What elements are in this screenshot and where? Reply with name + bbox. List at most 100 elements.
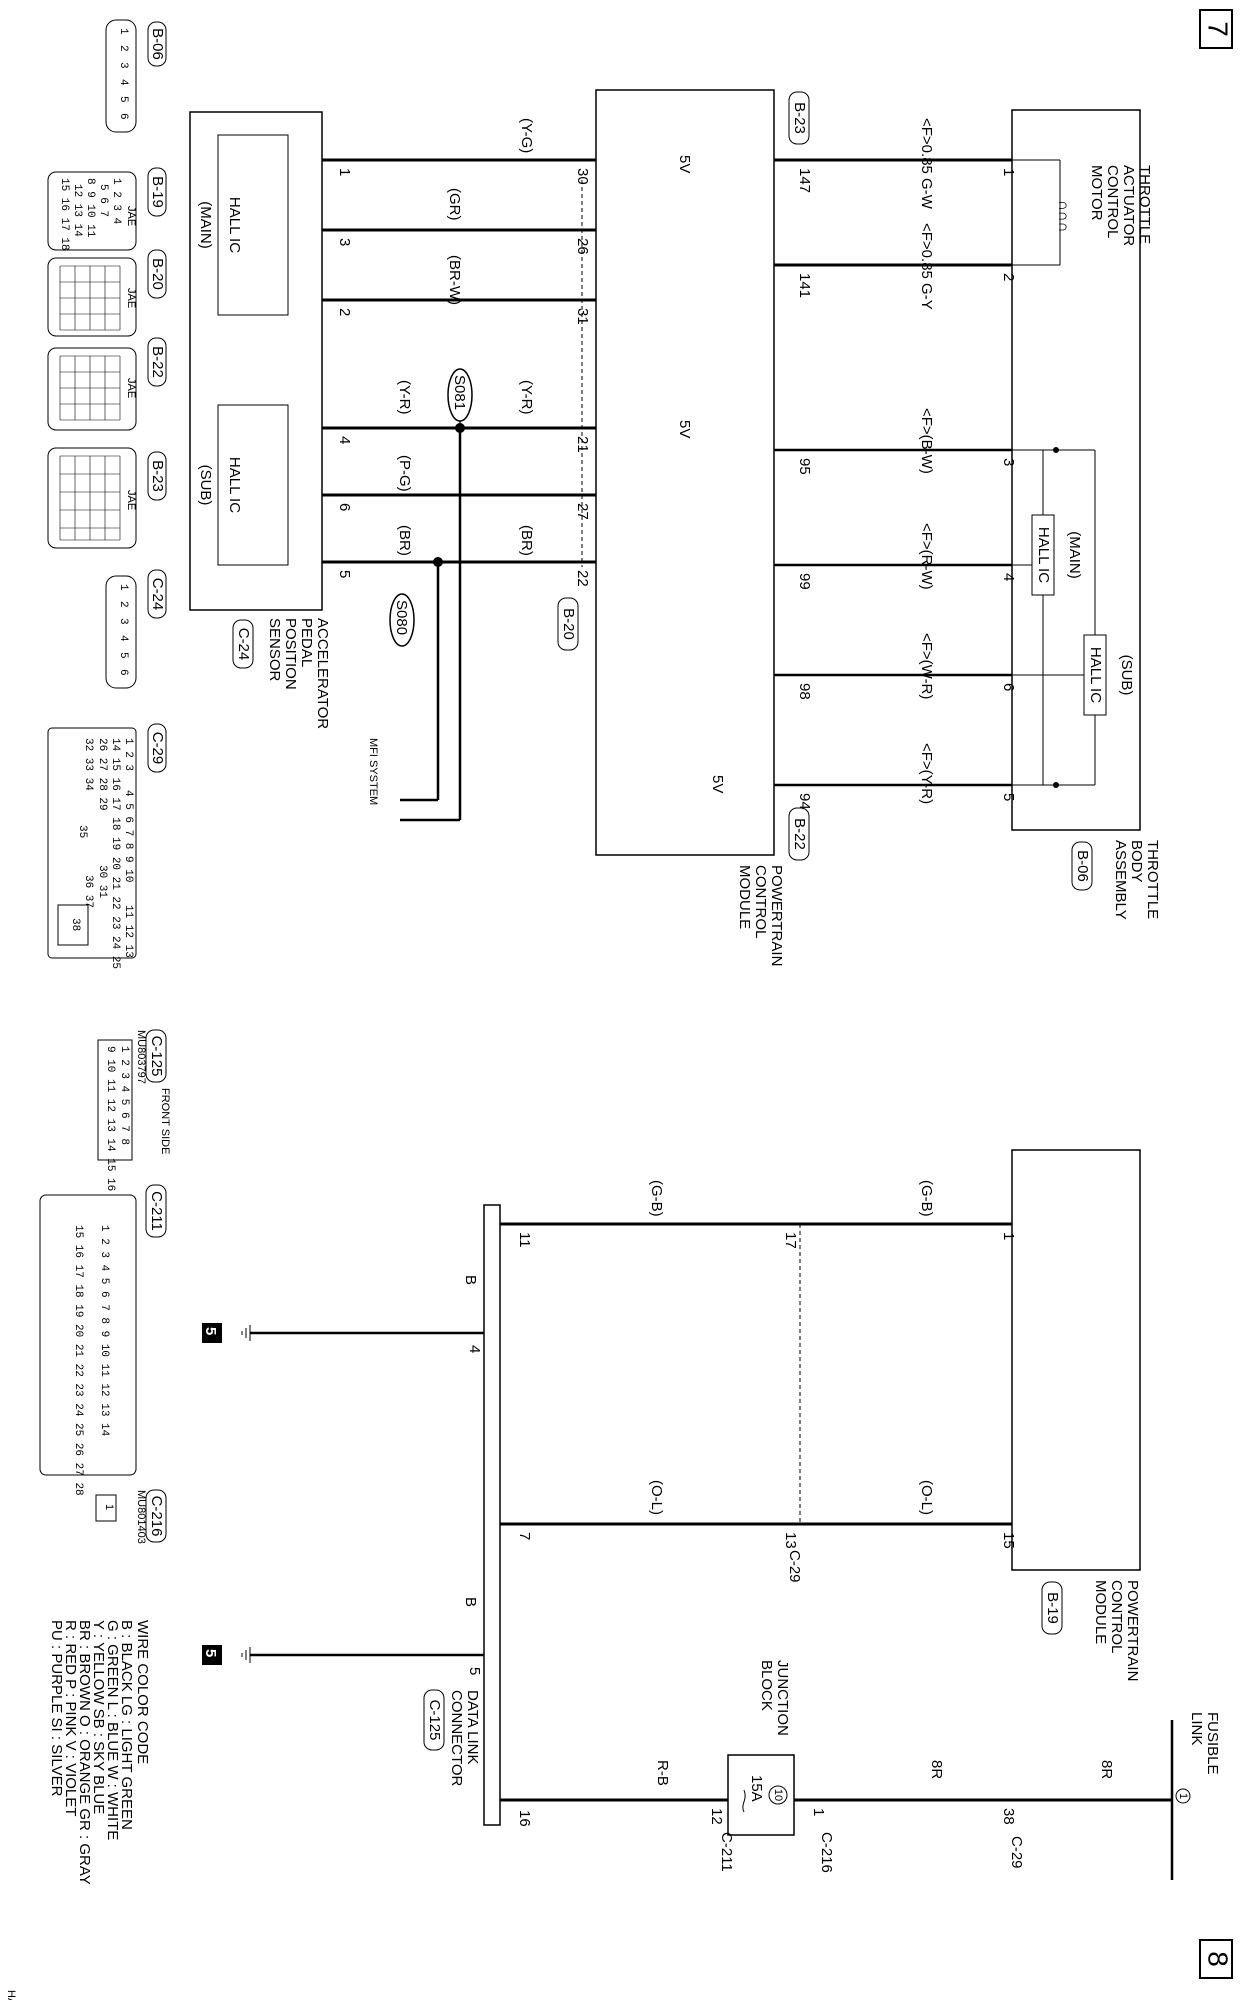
junction-block: JUNCTION BLOCK 10 15A	[727, 1660, 795, 1836]
svg-text:JAE: JAE	[125, 288, 137, 308]
svg-text:1: 1	[103, 1504, 115, 1510]
ground-5-color: B	[462, 1597, 479, 1607]
app-pin-4: 4	[336, 436, 353, 444]
connector-tag-b23: B-23	[788, 91, 810, 145]
connector-views-upper: B-06 1 2 3 4 5 6 B-19 JAE 1 2 3 4 5 6 7 …	[47, 19, 167, 969]
connector-tag-c125: C-125	[423, 1689, 445, 1751]
conn-b22: B-22 JAE	[47, 337, 167, 431]
svg-text:5 6 7: 5 6 7	[97, 184, 109, 217]
pedal-wire-color-5: (P-G)	[396, 455, 413, 492]
svg-text:JAE: JAE	[125, 378, 137, 398]
conn-c24: C-24 1 2 3 4 5 6	[105, 569, 167, 689]
svg-text:HALL IC: HALL IC	[1035, 527, 1052, 583]
page-marker-7: 7	[1199, 9, 1234, 49]
pedal-wire-color-7: (Y-R)	[396, 380, 413, 414]
svg-text:5: 5	[117, 652, 129, 659]
accelerator-pedal-position-sensor: HALL IC (MAIN) HALL IC (SUB) ACCELERATOR…	[189, 111, 331, 729]
svg-text:B-22: B-22	[791, 818, 808, 850]
page-marker-8: 8	[1199, 1939, 1234, 1979]
svg-text:(MAIN): (MAIN)	[197, 201, 214, 249]
svg-text:5: 5	[117, 96, 129, 103]
dlc-pin-4: 4	[466, 1345, 483, 1353]
svg-text:POSITION: POSITION	[282, 618, 299, 690]
pedal-wire-color-3: (BR-W)	[446, 255, 463, 305]
svg-text:1 2 3 4: 1 2 3 4	[110, 178, 122, 225]
pcm-pin-27: 27	[574, 503, 591, 520]
wire-color-rb: R-B	[654, 1760, 671, 1786]
connector-tag-b06: B-06	[1071, 841, 1093, 891]
data-link-connector: DATA LINK CONNECTOR C-125	[423, 1204, 501, 1826]
svg-text:HALL IC: HALL IC	[226, 197, 243, 253]
pcm-pin-94: 94	[796, 793, 813, 810]
svg-text:BODY: BODY	[1128, 840, 1145, 883]
tb-pin-5: 5	[1000, 793, 1017, 801]
dlc-pin-11: 11	[516, 1232, 533, 1248]
svg-text:1 2 3 4 5 6 7 8 9 10 11 12 13: 1 2 3 4 5 6 7 8 9 10 11 12 13 14	[98, 1225, 110, 1437]
tb-pin-1: 1	[1000, 168, 1017, 176]
mfi-system-label: MFI SYSTEM	[367, 738, 379, 805]
svg-text:B-19: B-19	[1044, 1592, 1061, 1624]
throttle-wire-color-1: <F>0.85 G-W	[918, 118, 935, 210]
conn-b06: B-06 1 2 3 4 5 6	[105, 19, 167, 133]
ground-4-color: B	[462, 1275, 479, 1285]
connector-tag-c24: C-24	[232, 619, 254, 669]
connector-tag-c29-lower: C-29	[786, 1550, 803, 1583]
splice-s081-label: S081	[451, 375, 468, 410]
svg-text:15 16 17 18 19 20 21 22 23 24: 15 16 17 18 19 20 21 22 23 24 25 26 27 2…	[72, 1225, 84, 1496]
svg-text:C-125: C-125	[148, 1036, 165, 1077]
pcm-pin-26: 26	[574, 238, 591, 255]
svg-text:MODULE: MODULE	[736, 865, 753, 929]
svg-text:32 33 34: 32 33 34	[82, 738, 94, 791]
svg-text:LINK: LINK	[1188, 1712, 1205, 1745]
svg-text:C-216: C-216	[148, 1496, 165, 1537]
svg-text:B-23: B-23	[149, 460, 166, 492]
svg-text:38: 38	[69, 918, 81, 931]
svg-text:B-06: B-06	[149, 28, 166, 60]
svg-text:THROTTLE: THROTTLE	[1136, 165, 1153, 244]
connector-tag-b20: B-20	[557, 597, 579, 651]
svg-text:Y : YELLOW SB : SKY BLUE: Y : YELLOW SB : SKY BLUE	[90, 1620, 107, 1814]
throttle-body-assembly: THROTTLE BODY ASSEMBLY B-06 THROTTLE ACT…	[1011, 109, 1161, 920]
svg-text:B : BLACK LG : LIGHT GREEN: B : BLACK LG : LIGHT GREEN	[118, 1620, 135, 1830]
pcm-upper: POWERTRAIN CONTROL MODULE B-23 B-22 B-20…	[557, 89, 810, 966]
pcm-pin-95: 95	[796, 458, 813, 475]
svg-text:B-20: B-20	[149, 258, 166, 290]
svg-text:11 12 13: 11 12 13	[122, 905, 134, 958]
pcm-pin-15: 15	[1000, 1532, 1017, 1549]
tb-pin-3: 3	[1000, 458, 1017, 466]
svg-text:JAE: JAE	[125, 490, 137, 510]
page-number-bottom: 8	[1203, 1951, 1234, 1967]
wire-color-gb-2: (G-B)	[648, 1180, 665, 1217]
svg-text:26 27 28 29: 26 27 28 29	[96, 738, 108, 811]
wire-color-code-legend: WIRE COLOR CODE B : BLACK LG : LIGHT GRE…	[48, 1620, 151, 1885]
splice-s080-label: S080	[393, 600, 410, 635]
ground-5-id-box	[202, 1645, 222, 1665]
app-pin-6: 6	[336, 503, 353, 511]
svg-text:14 15 16 17 18 19 20 21 22 23: 14 15 16 17 18 19 20 21 22 23 24 25	[109, 738, 121, 969]
svg-text:2: 2	[117, 45, 129, 52]
svg-text:6: 6	[117, 113, 129, 120]
svg-text:4 5 6 7 8 9 10: 4 5 6 7 8 9 10	[122, 790, 134, 882]
svg-text:MODULE: MODULE	[1092, 1580, 1109, 1644]
svg-text:C-125: C-125	[426, 1700, 443, 1741]
svg-text:HALL IC: HALL IC	[1087, 647, 1104, 703]
svg-text:FUSIBLE: FUSIBLE	[1204, 1712, 1221, 1775]
svg-text:HALL IC: HALL IC	[226, 457, 243, 513]
conn-c29: C-29 1 2 3 4 5 6 7 8 9 10 11 12 13 14 15…	[47, 723, 167, 969]
svg-text:C-29: C-29	[149, 732, 166, 765]
pedal-wire-color-6: (BR)	[518, 525, 535, 556]
conn-c216-view: C-216 MU801403 1	[95, 1489, 167, 1544]
dlc-pin-16: 16	[516, 1810, 533, 1827]
figure-code: HAP15M32DC	[5, 1990, 17, 2000]
svg-text:36 37: 36 37	[82, 875, 94, 908]
splice-s081	[447, 368, 473, 422]
svg-text:R : RED P : PINK V : VIO: R : RED P : PINK V : VIOLET	[62, 1620, 79, 1816]
pcm-lower: POWERTRAIN CONTROL MODULE B-19	[1011, 1149, 1141, 1681]
svg-text:B-22: B-22	[149, 346, 166, 378]
wire-color-ol-2: (O-L)	[648, 1480, 665, 1515]
svg-text:G : GREEN L : BLUE W : W: G : GREEN L : BLUE W : WHITE	[104, 1620, 121, 1840]
throttle-wire-color-5: <F>(W-R)	[918, 633, 935, 699]
pcm-pin-147: 147	[796, 168, 813, 193]
dlc-pin-5: 5	[466, 1667, 483, 1675]
svg-text:1 2 3 4 5 6 7 8: 1 2 3 4 5 6 7 8	[118, 1046, 130, 1145]
